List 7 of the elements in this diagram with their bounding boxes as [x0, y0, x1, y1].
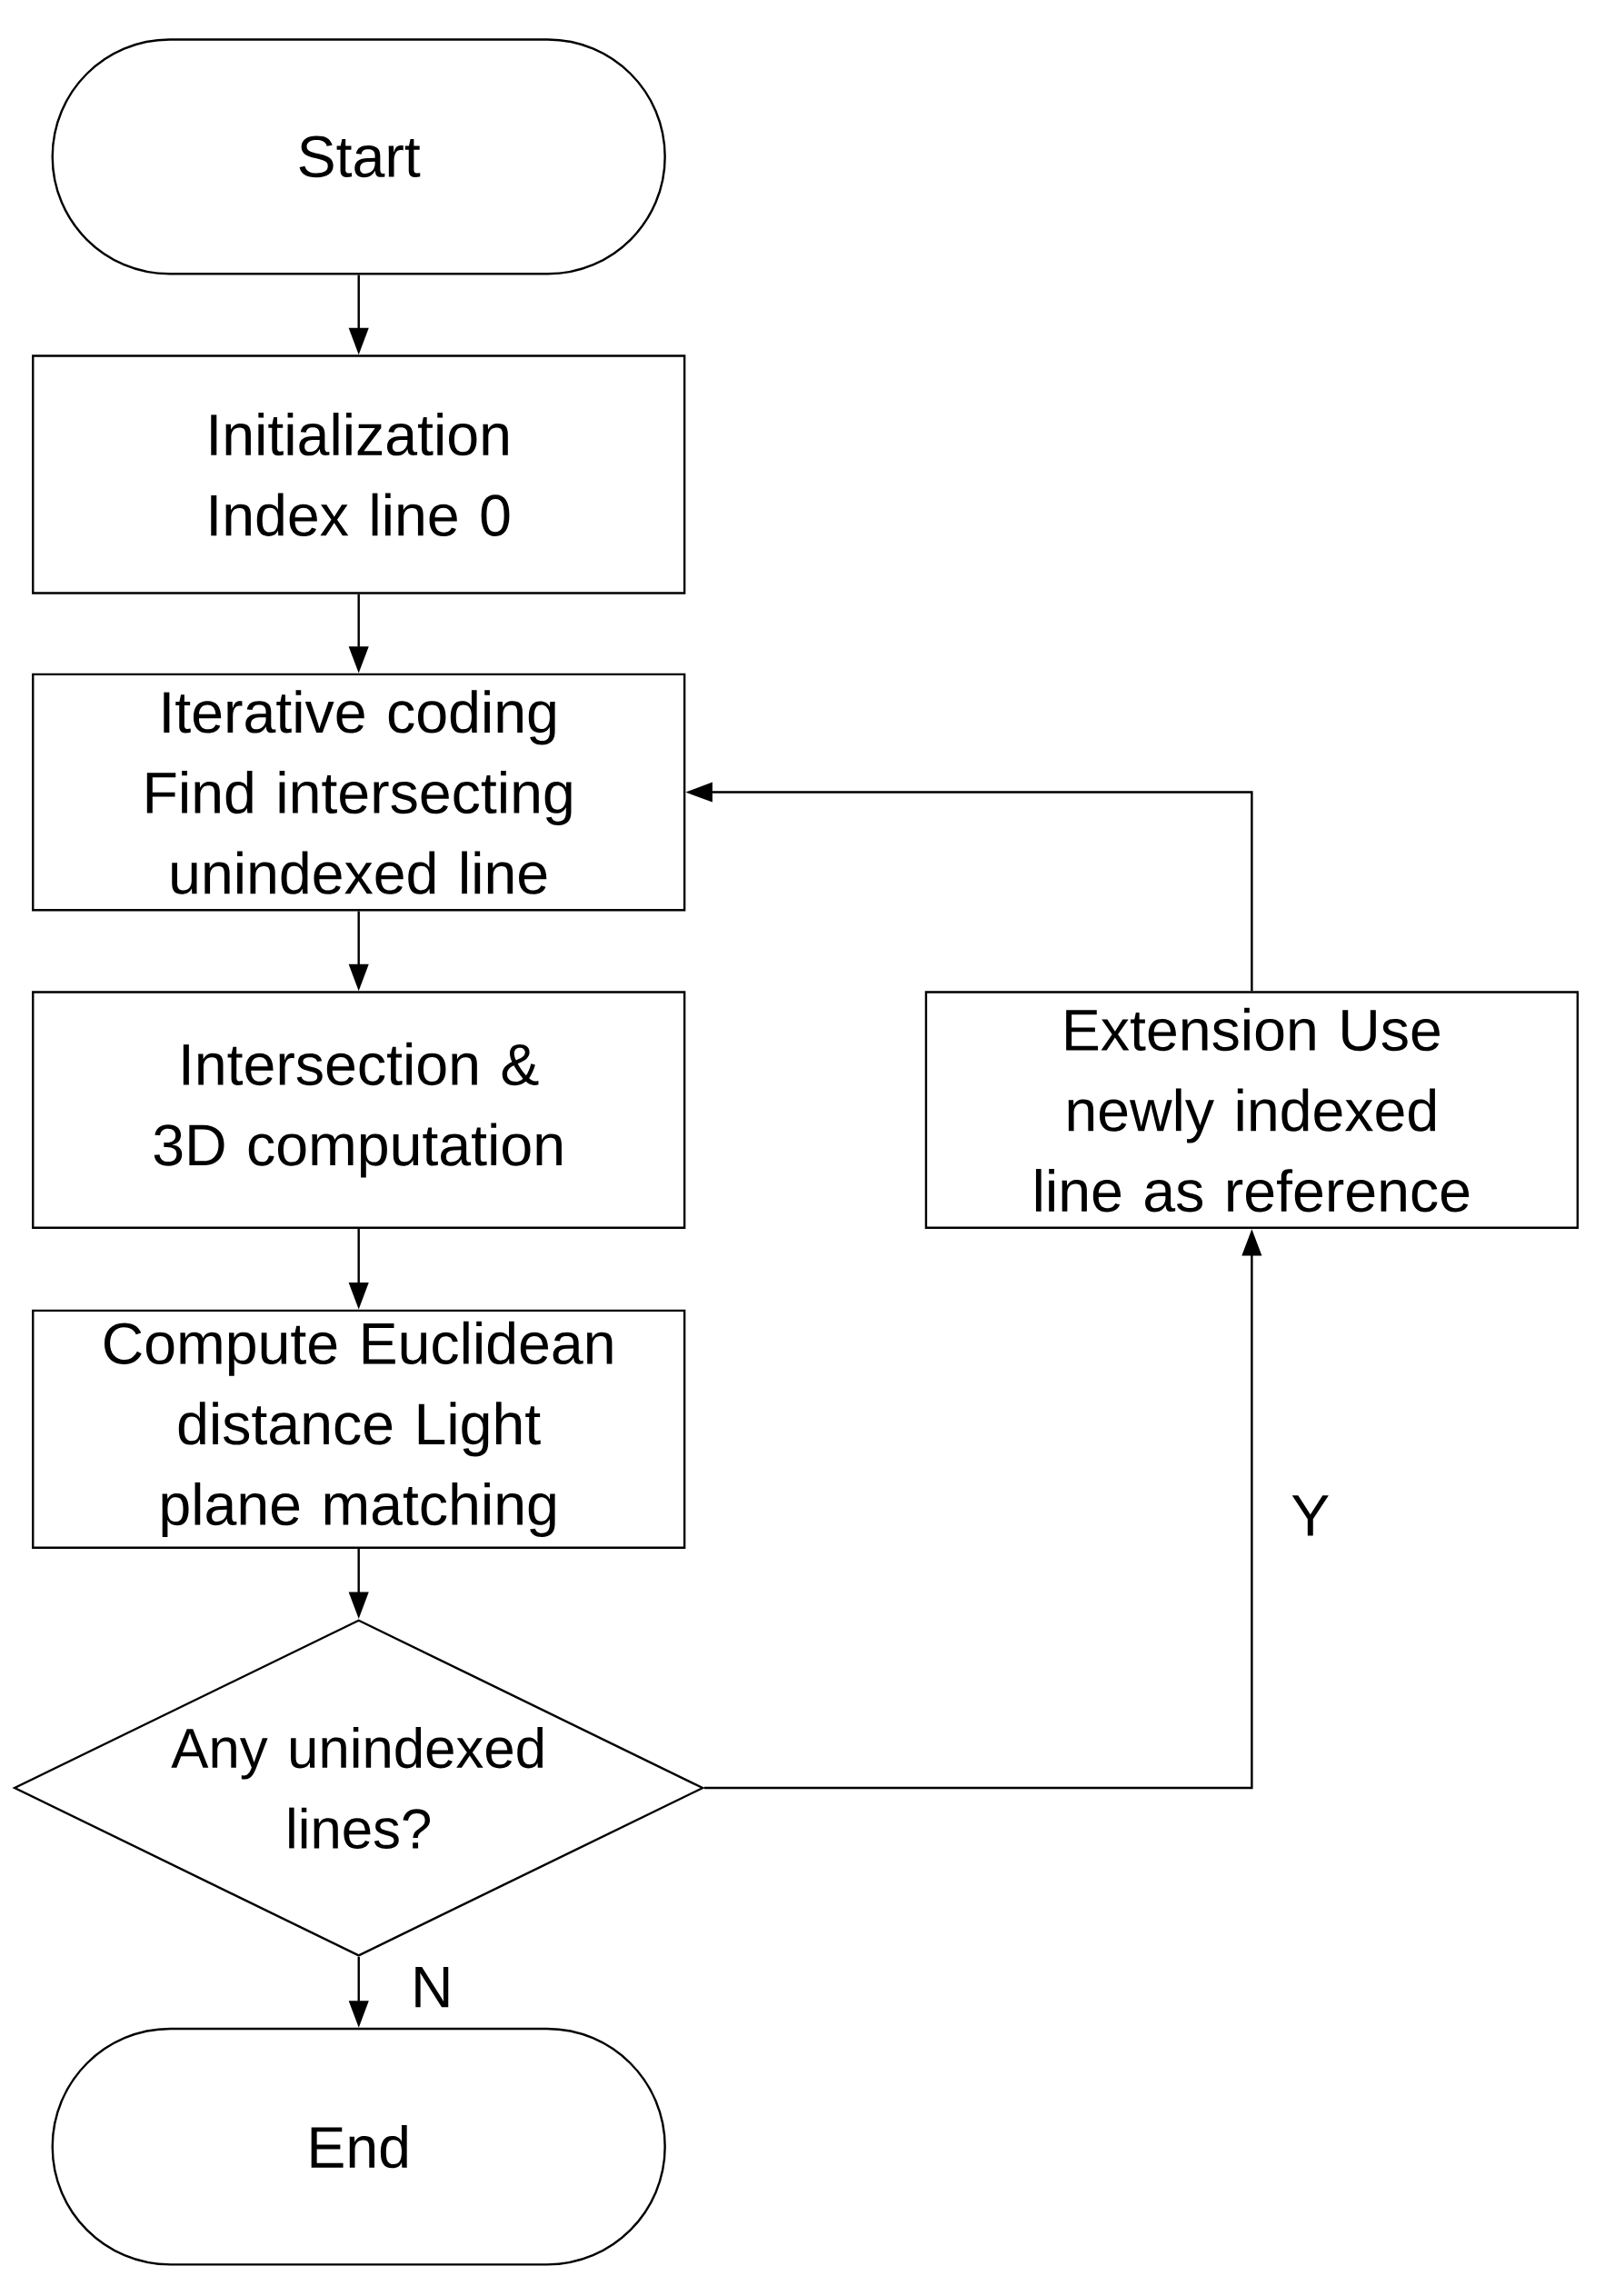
process-box: Initialization Index line 0: [32, 354, 686, 594]
edge-label: N: [408, 1964, 456, 2010]
process-box: Intersection & 3D computation: [32, 991, 686, 1230]
process-box: Extension Use newly indexed line as reference: [924, 991, 1580, 1230]
process-box: Iterative coding Find intersecting unindexed line: [32, 673, 686, 912]
process-box: Compute Euclidean distance Light plane matching: [32, 1309, 686, 1550]
edge-label: Y: [1288, 1492, 1333, 1539]
